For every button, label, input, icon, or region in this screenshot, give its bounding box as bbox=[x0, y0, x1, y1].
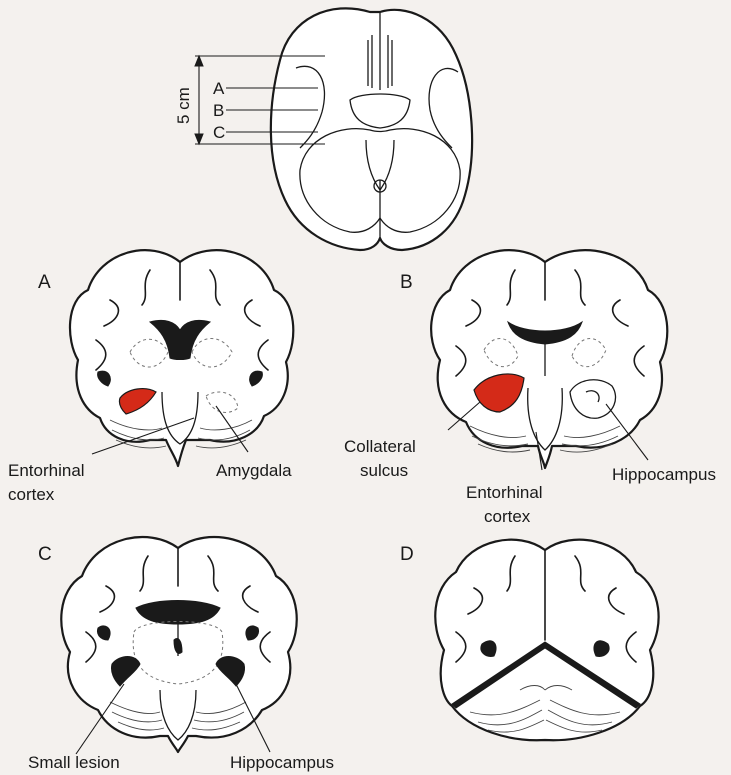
level-c-letter: C bbox=[213, 123, 225, 142]
panel-d-section-outline bbox=[435, 540, 658, 741]
panel-c-letter: C bbox=[38, 544, 52, 565]
panel-b: B Collateral sulcus Entorhinal cortex Hi… bbox=[344, 250, 716, 526]
panel-c: C Small lesion Hippocampus bbox=[28, 537, 334, 772]
scale-arrow-down-icon bbox=[195, 134, 203, 144]
panel-d-right-occipital-horn bbox=[594, 641, 609, 657]
scale-arrow-up-icon bbox=[195, 56, 203, 66]
panel-d: D bbox=[400, 540, 659, 741]
level-a-letter: A bbox=[213, 79, 225, 98]
panel-a-letter: A bbox=[38, 272, 51, 293]
ventral-brain-view: 5 cm A B C bbox=[174, 8, 472, 250]
panel-a: A Entorhinal cortex Amygdala bbox=[8, 250, 293, 504]
panel-d-letter: D bbox=[400, 544, 414, 565]
panel-b-collateral-label-line1: Collateral bbox=[344, 437, 416, 456]
panel-b-section-outline bbox=[431, 250, 667, 468]
panel-b-letter: B bbox=[400, 272, 413, 293]
panel-b-entorhinal-label-line1: Entorhinal bbox=[466, 483, 543, 502]
panel-a-entorhinal-label-line2: cortex bbox=[8, 485, 55, 504]
level-b-letter: B bbox=[213, 101, 224, 120]
panel-b-hippocampus-label: Hippocampus bbox=[612, 465, 716, 484]
scale-label: 5 cm bbox=[174, 87, 193, 124]
panel-a-amygdala-label: Amygdala bbox=[216, 461, 292, 480]
panel-c-small-lesion-label: Small lesion bbox=[28, 753, 120, 772]
panel-c-hippocampus-label: Hippocampus bbox=[230, 753, 334, 772]
panel-d-left-occipital-horn bbox=[481, 641, 496, 657]
panel-a-entorhinal-label-line1: Entorhinal bbox=[8, 461, 85, 480]
panel-b-collateral-label-line2: sulcus bbox=[360, 461, 408, 480]
panel-b-entorhinal-label-line2: cortex bbox=[484, 507, 531, 526]
